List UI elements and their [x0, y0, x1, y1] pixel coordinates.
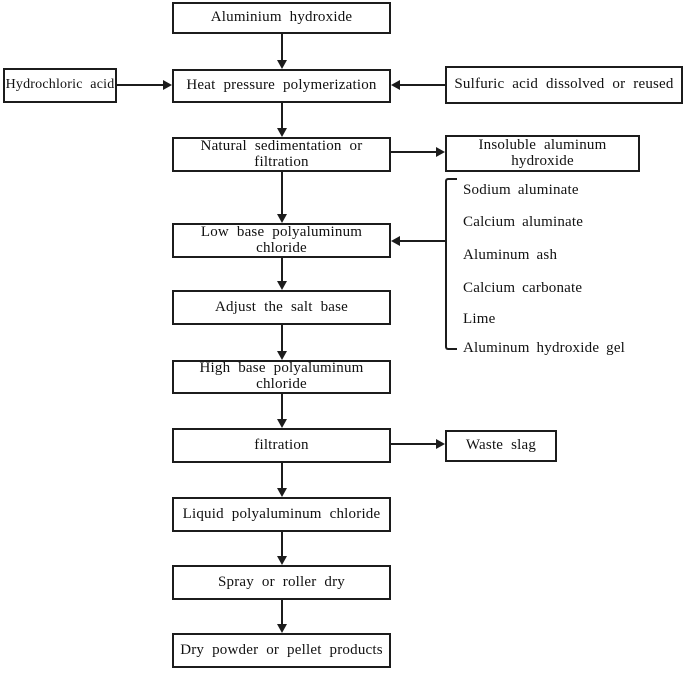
- additive-aluminum-ash: Aluminum ash: [463, 247, 558, 263]
- arrowhead-right-icon: [436, 147, 445, 157]
- node-spray-roller-dry: Spray or roller dry: [172, 565, 391, 600]
- arrowhead-right-icon: [436, 439, 445, 449]
- node-high-base-polyaluminum-chloride: High base polyaluminum chloride: [172, 360, 391, 394]
- arrowhead-down-icon: [277, 624, 287, 633]
- connector-filtration-to-liquid: [281, 463, 283, 488]
- node-filtration: filtration: [172, 428, 391, 463]
- additive-lime: Lime: [463, 311, 496, 327]
- additives-bracket: [445, 178, 457, 350]
- connector-aluminium-to-heat: [281, 34, 283, 60]
- node-hydrochloric-acid: Hydrochloric acid: [3, 68, 117, 103]
- node-sulfuric-acid-reused: Sulfuric acid dissolved or reused: [445, 66, 683, 104]
- node-adjust-salt-base: Adjust the salt base: [172, 290, 391, 325]
- connector-sulfuric-to-heat: [400, 84, 445, 86]
- arrowhead-down-icon: [277, 128, 287, 137]
- node-dry-powder-products: Dry powder or pellet products: [172, 633, 391, 668]
- arrowhead-down-icon: [277, 214, 287, 223]
- connector-lowbase-to-adjust: [281, 258, 283, 281]
- additive-sodium-aluminate: Sodium aluminate: [463, 182, 579, 198]
- connector-adjust-to-highbase: [281, 325, 283, 351]
- connector-hcl-to-heat: [117, 84, 163, 86]
- node-natural-sedimentation: Natural sedimentation or filtration: [172, 137, 391, 172]
- node-waste-slag: Waste slag: [445, 430, 557, 462]
- arrowhead-down-icon: [277, 351, 287, 360]
- connector-liquid-to-spray: [281, 532, 283, 556]
- connector-highbase-to-filtration: [281, 394, 283, 419]
- arrowhead-down-icon: [277, 281, 287, 290]
- connector-sedimentation-to-lowbase: [281, 172, 283, 214]
- node-liquid-polyaluminum-chloride: Liquid polyaluminum chloride: [172, 497, 391, 532]
- connector-additives-to-lowbase: [400, 240, 447, 242]
- connector-heat-to-sedimentation: [281, 103, 283, 128]
- arrowhead-down-icon: [277, 419, 287, 428]
- arrowhead-right-icon: [163, 80, 172, 90]
- arrowhead-down-icon: [277, 488, 287, 497]
- arrowhead-left-icon: [391, 236, 400, 246]
- node-insoluble-aluminum-hydroxide: Insoluble aluminum hydroxide: [445, 135, 640, 172]
- connector-filtration-to-waste: [391, 443, 436, 445]
- arrowhead-down-icon: [277, 556, 287, 565]
- additive-calcium-carbonate: Calcium carbonate: [463, 280, 583, 296]
- node-low-base-polyaluminum-chloride: Low base polyaluminum chloride: [172, 223, 391, 258]
- node-aluminium-hydroxide: Aluminium hydroxide: [172, 2, 391, 34]
- connector-spray-to-drypowder: [281, 600, 283, 624]
- arrowhead-down-icon: [277, 60, 287, 69]
- connector-sedimentation-to-insoluble: [391, 151, 436, 153]
- arrowhead-left-icon: [391, 80, 400, 90]
- additive-calcium-aluminate: Calcium aluminate: [463, 214, 584, 230]
- additive-aluminum-hydroxide-gel: Aluminum hydroxide gel: [463, 340, 626, 356]
- node-heat-pressure-polymerization: Heat pressure polymerization: [172, 69, 391, 103]
